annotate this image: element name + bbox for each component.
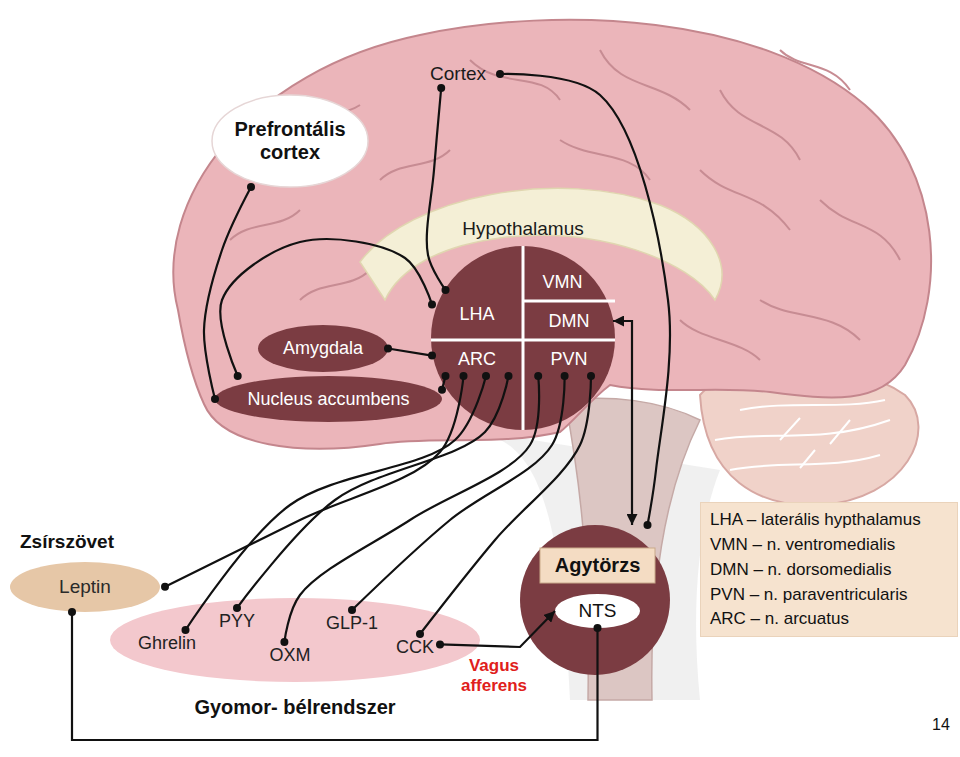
ellipse-shape	[555, 594, 640, 628]
node-text: NTS	[579, 600, 617, 622]
region-label: Cortex	[416, 60, 500, 88]
rect-shape	[701, 503, 958, 637]
pathway-line	[613, 321, 632, 525]
sector-divider	[522, 246, 525, 430]
sector-divider	[523, 300, 615, 303]
region-ellipse: Amygdala	[258, 325, 388, 372]
node-text: Cortex	[430, 63, 486, 85]
circle-shape	[431, 246, 615, 430]
node-text: Gyomor- bélrendszer	[194, 696, 395, 719]
sector-divider	[523, 339, 615, 342]
end-dot	[247, 183, 255, 191]
ellipse-shape	[215, 376, 442, 422]
hormone-label: OXM	[262, 642, 318, 668]
end-dot	[496, 70, 504, 78]
hormone-label: GLP-1	[320, 610, 384, 636]
end-dot	[234, 372, 242, 380]
legend-line: DMN – n. dorsomedialis	[710, 560, 891, 580]
pathway-line	[204, 187, 251, 399]
end-dot	[437, 84, 445, 92]
ellipse-shape	[10, 562, 160, 612]
end-dot	[482, 372, 490, 380]
hypothalamus-circle: HypothalamusLHA VMN DMN ARC PVN	[430, 212, 616, 432]
node-outline	[520, 525, 670, 675]
end-dot	[211, 395, 219, 403]
end-dot	[594, 624, 602, 632]
node-text: ARC	[458, 349, 496, 370]
brainstem-circle: AgytörzsNTS	[520, 525, 670, 675]
end-dot	[644, 521, 652, 529]
pathway-line	[427, 88, 446, 290]
end-dot	[442, 286, 450, 294]
end-dot	[442, 372, 450, 380]
ellipse-shape	[110, 598, 480, 682]
node-text: VMN	[543, 272, 583, 293]
node-text: PYY	[219, 611, 255, 632]
page-number: 14	[932, 716, 950, 734]
hormone-label: Ghrelin	[130, 630, 204, 656]
node-text: Hypothalamus	[462, 218, 583, 240]
end-dot	[161, 583, 169, 591]
node-text: Prefrontális cortex	[220, 118, 360, 164]
node-text: OXM	[269, 645, 310, 666]
end-dot	[534, 372, 542, 380]
gyri	[230, 50, 900, 360]
node-text: Ghrelin	[138, 633, 196, 654]
node-text: Nucleus accumbens	[247, 389, 409, 410]
nucleus-sector: VMN	[525, 264, 600, 300]
heading-plate	[540, 548, 655, 583]
node-text: DMN	[549, 311, 590, 332]
region-ellipse: Prefrontális cortex	[212, 95, 368, 187]
node-text: GLP-1	[326, 613, 378, 634]
node-text: PVN	[550, 349, 587, 370]
legend-line: PVN – n. paraventricularis	[710, 585, 907, 605]
hormone-label: PYY	[212, 608, 262, 634]
hormone-label: CCK	[390, 634, 440, 660]
end-dot	[561, 372, 569, 380]
end-dot	[68, 608, 76, 616]
organ-ellipse: Gyomor- bélrendszer Ghrelin PYY OXM GLP-1CCK	[110, 598, 480, 724]
end-dot	[460, 372, 468, 380]
end-dot	[428, 300, 436, 308]
legend-line: VMN – n. ventromedialis	[710, 535, 895, 555]
node-text: Leptin	[59, 576, 111, 598]
end-dot	[505, 372, 513, 380]
pathway-line	[388, 349, 432, 356]
end-dot	[384, 345, 392, 353]
node-text: CCK	[396, 637, 434, 658]
nucleus-ellipse: NTS	[555, 594, 640, 628]
sector-divider	[431, 339, 523, 342]
cerebellum-folia	[715, 400, 890, 470]
end-dot	[438, 386, 446, 394]
edge-label: Vagus afferens	[455, 656, 533, 695]
circle-shape	[520, 525, 670, 675]
pathway-line	[165, 376, 464, 587]
node-text: LHA	[459, 304, 494, 325]
ellipse-shape	[212, 95, 368, 187]
abbreviation-box: LHA – laterális hypthalamusVMN – n. vent…	[700, 502, 958, 637]
legend-line: ARC – n. arcuatus	[710, 609, 849, 629]
pathway-line	[220, 239, 432, 376]
hormone-ellipse: ZsírszövetLeptin	[10, 528, 165, 612]
node-text: Amygdala	[283, 338, 363, 359]
region-ellipse: Nucleus accumbens	[215, 376, 442, 422]
nucleus-sector: PVN	[525, 342, 613, 376]
nucleus-sector: ARC	[432, 342, 522, 376]
node-text: Agytörzs	[555, 554, 641, 577]
ellipse-shape	[258, 325, 388, 372]
nucleus-sector: LHA	[432, 290, 522, 338]
end-dot	[587, 372, 595, 380]
legend-line: LHA – laterális hypthalamus	[710, 510, 921, 530]
end-dot	[436, 640, 444, 648]
cerebrum	[173, 20, 931, 449]
node-heading: Zsírszövet	[20, 531, 114, 553]
end-dot	[428, 352, 436, 360]
nucleus-sector: DMN	[525, 303, 613, 339]
